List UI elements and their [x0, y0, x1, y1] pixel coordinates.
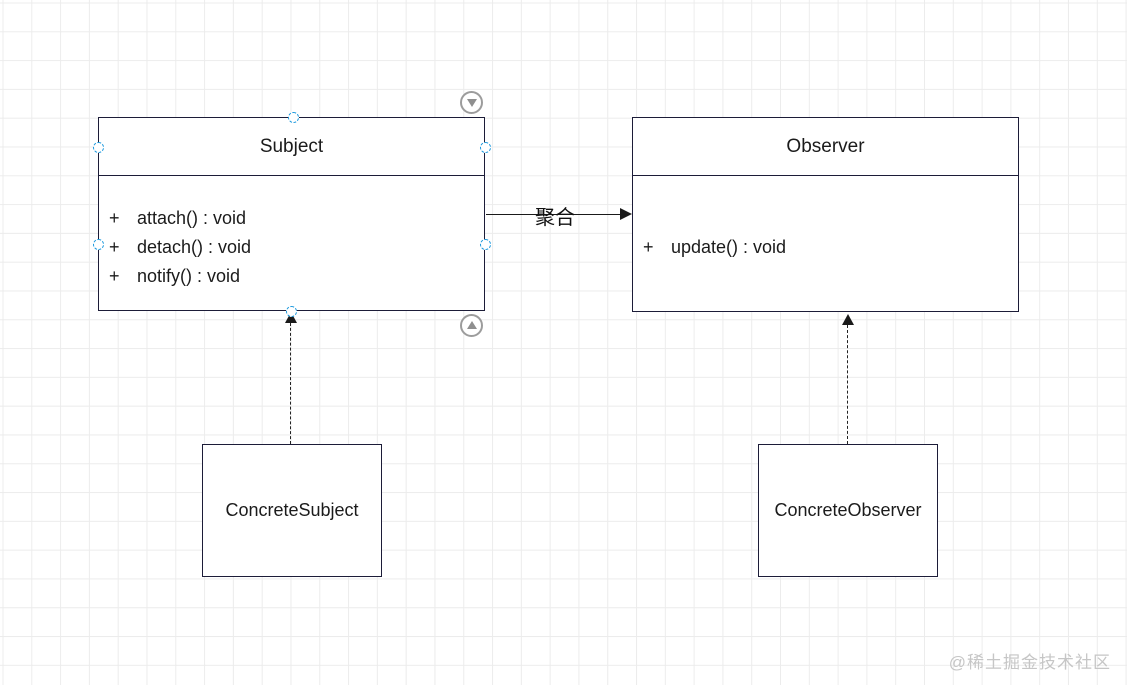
class-box-subject[interactable]: Subject + attach() : void + detach() : v… — [98, 117, 485, 311]
connection-handle-top[interactable] — [287, 111, 299, 123]
method-signature: notify() : void — [137, 266, 241, 286]
connection-handle-right-upper[interactable] — [479, 141, 491, 153]
connection-handle-left-upper[interactable] — [92, 141, 104, 153]
chevron-down-icon — [466, 99, 477, 107]
class-box-concrete-observer[interactable]: ConcreteObserver — [758, 444, 938, 577]
aggregation-line — [486, 213, 622, 215]
connection-handle-left-middle[interactable] — [92, 238, 104, 250]
realization-arrowhead-icon — [285, 312, 297, 323]
realization-arrowhead-icon — [842, 314, 854, 325]
method-notify: + notify() : void — [99, 262, 484, 291]
collapse-down-button[interactable] — [460, 91, 483, 114]
method-attach: + attach() : void — [99, 204, 484, 233]
visibility-symbol: + — [109, 266, 120, 286]
method-update: + update() : void — [633, 233, 1018, 262]
visibility-symbol: + — [643, 237, 654, 257]
watermark-text: @稀土掘金技术社区 — [948, 653, 1111, 672]
class-title-concrete-subject: ConcreteSubject — [225, 500, 359, 520]
class-title-subject: Subject — [99, 118, 484, 176]
method-signature: attach() : void — [137, 208, 247, 228]
method-detach: + detach() : void — [99, 233, 484, 262]
method-list-observer: + update() : void — [633, 233, 1018, 262]
chevron-up-icon — [466, 321, 477, 329]
class-title-observer: Observer — [633, 118, 1018, 176]
visibility-symbol: + — [109, 237, 120, 257]
visibility-symbol: + — [109, 208, 120, 228]
connection-handle-right-middle[interactable] — [479, 238, 491, 250]
realization-dashed-line — [847, 325, 848, 444]
aggregation-edge-label[interactable]: 聚合 — [535, 207, 575, 229]
collapse-up-button[interactable] — [460, 314, 483, 337]
realization-dashed-line — [290, 323, 291, 444]
class-box-concrete-subject[interactable]: ConcreteSubject — [202, 444, 382, 577]
class-box-observer[interactable]: Observer + update() : void — [632, 117, 1019, 312]
class-title-concrete-observer: ConcreteObserver — [774, 500, 922, 520]
connection-handle-bottom[interactable] — [285, 305, 297, 317]
method-signature: detach() : void — [137, 237, 252, 257]
method-list-subject: + attach() : void + detach() : void + no… — [99, 204, 484, 291]
method-signature: update() : void — [671, 237, 787, 257]
aggregation-arrowhead-icon — [620, 207, 632, 220]
